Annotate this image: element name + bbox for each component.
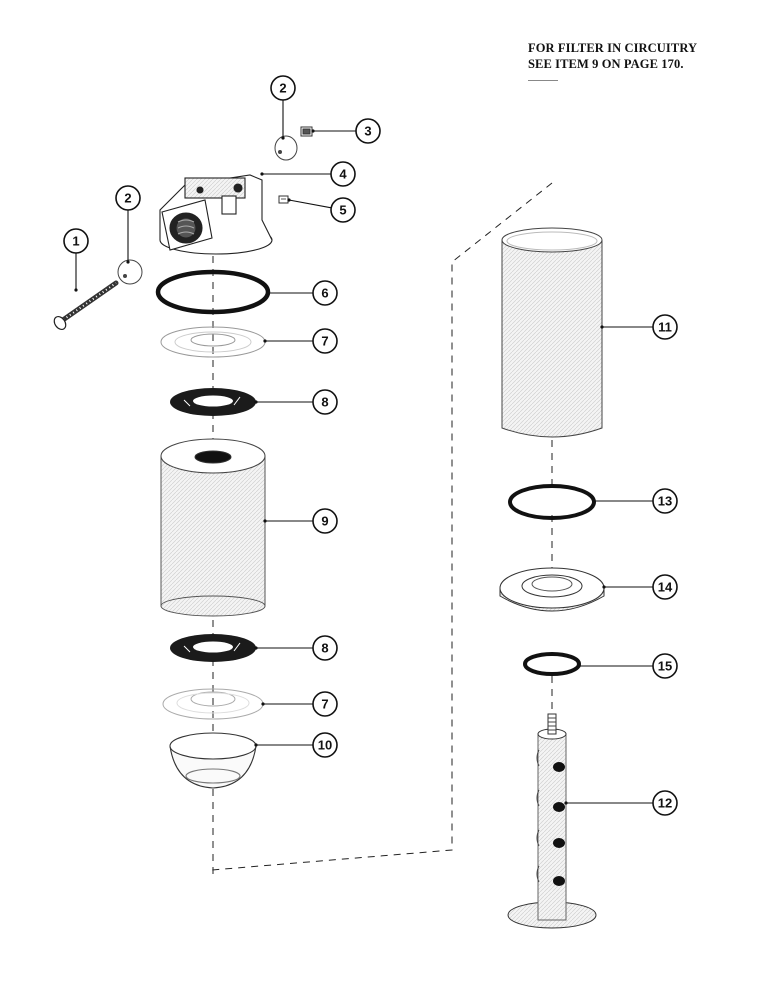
callout-leader-tip — [266, 291, 270, 295]
callout-circle — [312, 635, 338, 661]
callout-circle — [652, 653, 678, 679]
center-tube-part — [507, 713, 597, 929]
callout-leader-tip — [74, 288, 78, 292]
callout-leader-tip — [254, 743, 258, 747]
callout-number: 8 — [321, 395, 328, 410]
callout-number: 6 — [321, 286, 328, 301]
callout-c9: 9 — [263, 508, 338, 534]
callout-circle — [312, 691, 338, 717]
callout-leader-tip — [254, 646, 258, 650]
callout-number: 11 — [658, 320, 672, 335]
note-line-2: SEE ITEM 9 ON PAGE 170. — [528, 57, 684, 71]
filter-housing-part — [501, 227, 603, 438]
callout-circle — [63, 228, 89, 254]
callout-c4: 4 — [260, 161, 356, 187]
callout-c1: 1 — [63, 228, 89, 292]
callout-c8a: 8 — [254, 389, 338, 415]
spring-plate-upper-part — [160, 326, 266, 358]
callout-number: 8 — [321, 641, 328, 656]
callout-number: 3 — [364, 124, 371, 139]
callout-number: 7 — [321, 697, 328, 712]
washer-upper-part — [274, 135, 298, 161]
o-ring-large-part — [155, 269, 271, 315]
callout-leader-tip — [600, 325, 604, 329]
callout-leader-tip — [263, 519, 267, 523]
callout-circle — [312, 389, 338, 415]
callout-number: 9 — [321, 514, 328, 529]
callout-leader-tip — [592, 499, 596, 503]
note-line-1: FOR FILTER IN CIRCUITRY — [528, 41, 698, 55]
note-underline — [528, 80, 558, 81]
seal-upper-part — [170, 388, 256, 416]
callout-circle — [330, 161, 356, 187]
callout-number: 4 — [339, 167, 347, 182]
callout-circle — [652, 790, 678, 816]
callout-c13: 13 — [592, 488, 678, 514]
callout-number: 13 — [658, 494, 672, 509]
filter-circuitry-note: FOR FILTER IN CIRCUITRY SEE ITEM 9 ON PA… — [528, 40, 697, 72]
callout-leader-tip — [287, 198, 291, 202]
filter-head-part — [159, 174, 273, 255]
callout-c7a: 7 — [263, 328, 338, 354]
callout-number: 1 — [72, 234, 79, 249]
callout-number: 5 — [339, 203, 346, 218]
callout-leader-tip — [281, 136, 285, 140]
callout-circle — [312, 280, 338, 306]
callout-number: 10 — [318, 738, 332, 753]
callout-leader-tip — [254, 400, 258, 404]
base-plate-part — [499, 567, 605, 612]
callout-c8b: 8 — [254, 635, 338, 661]
filter-element-part — [160, 438, 266, 617]
callout-circle — [270, 75, 296, 101]
callout-circle — [652, 488, 678, 514]
callout-leader-tip — [564, 801, 568, 805]
callout-number: 2 — [124, 191, 131, 206]
washer-left-part — [117, 259, 143, 285]
callout-circle — [652, 574, 678, 600]
spring-cup-part — [169, 732, 257, 789]
callout-c7b: 7 — [261, 691, 338, 717]
fitting-plug-part — [300, 126, 313, 137]
callout-circle — [312, 732, 338, 758]
callout-leader-tip — [577, 664, 581, 668]
callout-circle — [312, 508, 338, 534]
callout-c5: 5 — [287, 197, 356, 223]
callout-c10: 10 — [254, 732, 338, 758]
callout-circle — [355, 118, 381, 144]
o-ring-medium-part — [508, 484, 596, 520]
callout-leader-tip — [260, 172, 264, 176]
callout-c6: 6 — [266, 280, 338, 306]
callout-leader-tip — [311, 129, 315, 133]
callout-c14: 14 — [602, 574, 678, 600]
bolt-part — [53, 280, 119, 331]
callout-number: 14 — [658, 580, 673, 595]
callout-leader-line — [288, 199, 332, 209]
callout-number: 2 — [279, 81, 286, 96]
callout-leader-tip — [602, 585, 606, 589]
small-plug-part — [278, 195, 289, 204]
callout-circle — [330, 197, 356, 223]
assembly-boundary-line — [211, 182, 553, 871]
callout-circle — [652, 314, 678, 340]
callout-number: 7 — [321, 334, 328, 349]
callout-c2b: 2 — [270, 75, 296, 140]
o-ring-small-part — [523, 652, 581, 676]
callout-c11: 11 — [600, 314, 678, 340]
callout-c2a: 2 — [115, 185, 141, 264]
seal-lower-part — [170, 634, 256, 662]
callout-c12: 12 — [564, 790, 678, 816]
callout-leader-tip — [126, 260, 130, 264]
callout-c3: 3 — [311, 118, 381, 144]
callout-c15: 15 — [577, 653, 678, 679]
callout-leader-tip — [263, 339, 267, 343]
callout-circle — [312, 328, 338, 354]
callout-number: 12 — [658, 796, 672, 811]
callout-number: 15 — [658, 659, 672, 674]
callout-leader-tip — [261, 702, 265, 706]
callout-circle — [115, 185, 141, 211]
